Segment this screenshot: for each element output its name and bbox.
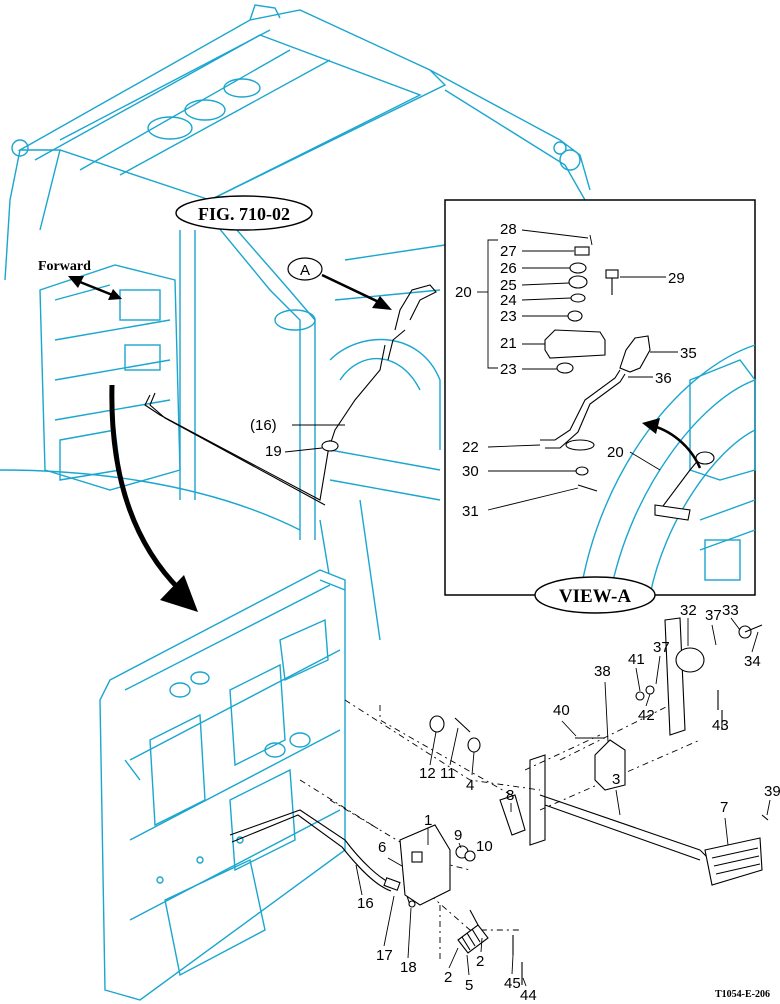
- part-label: 12: [419, 765, 436, 782]
- part-label: 25: [500, 277, 517, 294]
- pedal-parts: [399, 617, 769, 985]
- part-label: 29: [668, 270, 685, 287]
- part-label: 26: [500, 260, 517, 277]
- part-label: 4: [466, 777, 474, 794]
- part-label: 10: [476, 838, 493, 855]
- part-label: 33: [722, 602, 739, 619]
- part-label: 23: [500, 308, 517, 325]
- part-label: (16): [250, 417, 277, 434]
- part-label: 3: [612, 771, 620, 788]
- part-label: 19: [265, 443, 282, 460]
- part-label: 35: [680, 345, 697, 362]
- part-label: 17: [376, 947, 393, 964]
- part-label: 21: [500, 335, 517, 352]
- part-label: 2: [444, 969, 452, 986]
- view-title: VIEW-A: [559, 586, 631, 607]
- part-label: 36: [655, 370, 672, 387]
- part-label: 41: [628, 651, 645, 668]
- part-label: 8: [506, 787, 514, 804]
- part-label: 43: [712, 717, 729, 734]
- part-label: 2: [476, 953, 484, 970]
- part-label: 37: [705, 607, 722, 624]
- rear-panel-illustration: [99, 569, 346, 1001]
- part-label: 9: [454, 827, 462, 844]
- detail-arrow: [109, 384, 198, 612]
- figure-label-oval: FIG. 710-02: [175, 195, 313, 231]
- part-label: 1: [424, 812, 432, 829]
- part-label: 28: [500, 221, 517, 238]
- cab-part-labels: (16) 19: [250, 417, 345, 460]
- view-a-marker: A: [287, 257, 392, 310]
- part-label: 22: [462, 439, 479, 456]
- part-label: 39: [764, 783, 780, 800]
- part-label: 30: [462, 463, 479, 480]
- part-label: 44: [520, 987, 537, 1004]
- part-label: 20: [607, 444, 624, 461]
- view-a-inset: [444, 199, 756, 596]
- part-label: 27: [500, 243, 517, 260]
- part-label: 18: [400, 959, 417, 976]
- part-label: 34: [744, 653, 761, 670]
- part-label: 42: [638, 707, 655, 724]
- part-label: 16: [357, 895, 374, 912]
- part-label: 24: [500, 292, 517, 309]
- part-label: 45: [504, 975, 521, 992]
- part-label: 38: [594, 663, 611, 680]
- part-label: 31: [462, 503, 479, 520]
- view-a-title-oval: VIEW-A: [534, 576, 656, 614]
- part-label: 11: [440, 765, 456, 782]
- forward-indicator: Forward: [38, 259, 122, 300]
- forward-label: Forward: [38, 259, 91, 274]
- part-label: 23: [500, 361, 517, 378]
- figure-label: FIG. 710-02: [198, 204, 290, 224]
- view-marker-letter: A: [300, 262, 310, 279]
- part-label: 40: [553, 702, 570, 719]
- part-label: 6: [378, 839, 386, 856]
- main-part-labels: 1 2 2 3 4 5 6 7 8 9 10 11 12 16 17 18 32…: [355, 602, 780, 1004]
- part-label: 7: [720, 799, 728, 816]
- part-label: 32: [680, 602, 697, 619]
- part-label: 5: [465, 977, 473, 994]
- assembly-lines: [299, 699, 701, 960]
- part-label: 20: [455, 284, 472, 301]
- part-label: 37: [653, 639, 670, 656]
- view-a-part-labels: 28 27 26 25 24 23 21 23 20 29 35 36 22 3…: [455, 221, 697, 520]
- drawing-code: T1054-E-206: [715, 989, 770, 1000]
